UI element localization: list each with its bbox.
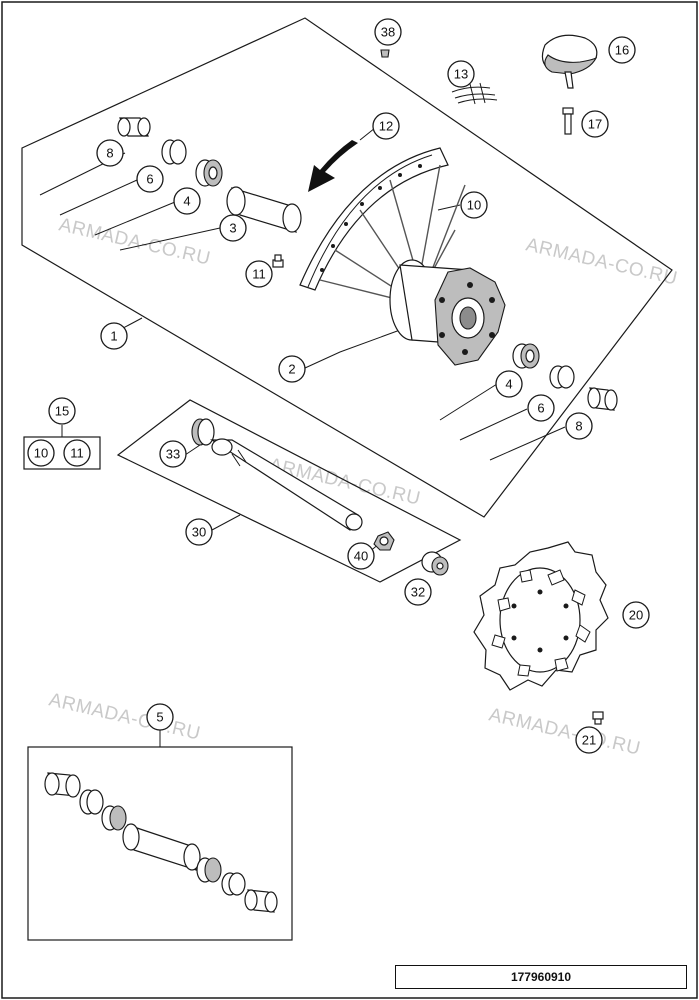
- svg-text:17: 17: [588, 117, 602, 132]
- svg-text:21: 21: [582, 733, 596, 748]
- svg-text:13: 13: [454, 67, 468, 82]
- part-3-spacer-tube: [226, 186, 302, 233]
- callout-10-a: 10: [460, 191, 488, 219]
- part-6-seal-right: [549, 365, 575, 389]
- callout-10-b: 10: [27, 439, 55, 467]
- callout-32: 32: [404, 578, 432, 606]
- svg-text:6: 6: [537, 401, 544, 416]
- callout-3: 3: [219, 214, 247, 242]
- part-38-nipple: [380, 49, 390, 58]
- part-6-seal-left: [161, 139, 187, 165]
- svg-text:4: 4: [183, 194, 190, 209]
- part-16-protector: [541, 34, 598, 89]
- part-17-bolt: [562, 107, 574, 135]
- part-20-brake-disc: [473, 541, 609, 691]
- callout-38: 38: [374, 18, 402, 46]
- part-2-rim: [299, 147, 449, 291]
- callout-11-a: 11: [245, 260, 273, 288]
- callout-40: 40: [347, 542, 375, 570]
- part-21-screw: [592, 711, 604, 725]
- svg-text:10: 10: [467, 198, 481, 213]
- callout-6-a: 6: [136, 165, 164, 193]
- callout-13: 13: [447, 60, 475, 88]
- part-30-axle: [209, 438, 363, 531]
- svg-text:10: 10: [34, 446, 48, 461]
- svg-text:4: 4: [505, 377, 512, 392]
- part-8-spacer-left: [117, 117, 151, 137]
- svg-text:16: 16: [615, 43, 629, 58]
- callout-20: 20: [622, 601, 650, 629]
- callout-12: 12: [372, 112, 400, 140]
- part-13-spoke-set: [451, 82, 498, 105]
- callout-1: 1: [100, 322, 128, 350]
- callout-16: 16: [608, 36, 636, 64]
- svg-text:11: 11: [70, 446, 84, 461]
- svg-text:30: 30: [192, 525, 206, 540]
- part-40-nut: [373, 531, 395, 551]
- svg-text:15: 15: [55, 404, 69, 419]
- svg-text:11: 11: [252, 267, 266, 282]
- callout-2: 2: [278, 355, 306, 383]
- svg-text:20: 20: [629, 608, 643, 623]
- watermark-4: ARMADA-CO.RU: [47, 689, 203, 744]
- callout-30: 30: [185, 518, 213, 546]
- callout-15: 15: [48, 397, 76, 425]
- document-number: 177960910: [395, 965, 687, 989]
- svg-text:32: 32: [411, 585, 425, 600]
- svg-text:8: 8: [575, 419, 582, 434]
- part-4-bearing-right: [512, 343, 540, 369]
- part-8-spacer-right: [587, 387, 618, 411]
- part-4-bearing-left: [195, 159, 223, 187]
- svg-text:8: 8: [106, 146, 113, 161]
- svg-text:2: 2: [288, 362, 295, 377]
- wheel-assembly-frame: [21, 17, 673, 518]
- callout-8-b: 8: [565, 412, 593, 440]
- callout-5: 5: [146, 703, 174, 731]
- part-5-kit-contents: [44, 772, 278, 913]
- svg-text:40: 40: [354, 549, 368, 564]
- part-33-spacer: [191, 418, 215, 446]
- callout-21: 21: [575, 726, 603, 754]
- svg-text:12: 12: [379, 119, 393, 134]
- watermark-2: ARMADA-CO.RU: [524, 234, 680, 289]
- svg-text:38: 38: [381, 25, 395, 40]
- part-32-axle-screw: [421, 551, 449, 576]
- axle-kit-frame: [116, 399, 462, 583]
- svg-text:1: 1: [110, 329, 117, 344]
- svg-text:6: 6: [146, 172, 153, 187]
- svg-text:33: 33: [166, 447, 180, 462]
- callout-4-a: 4: [173, 187, 201, 215]
- watermark-1: ARMADA-CO.RU: [57, 214, 213, 269]
- callout-4-b: 4: [495, 370, 523, 398]
- part-11-screw: [272, 254, 284, 268]
- callout-6-b: 6: [527, 394, 555, 422]
- svg-text:3: 3: [229, 221, 236, 236]
- callout-8-a: 8: [96, 139, 124, 167]
- callout-33: 33: [159, 440, 187, 468]
- part-hub: [389, 259, 506, 366]
- callout-17: 17: [581, 110, 609, 138]
- part-12-direction-arrow: [308, 140, 358, 192]
- watermark-5: ARMADA-CO.RU: [487, 704, 643, 759]
- callout-11-b: 11: [63, 439, 91, 467]
- svg-text:5: 5: [156, 710, 163, 725]
